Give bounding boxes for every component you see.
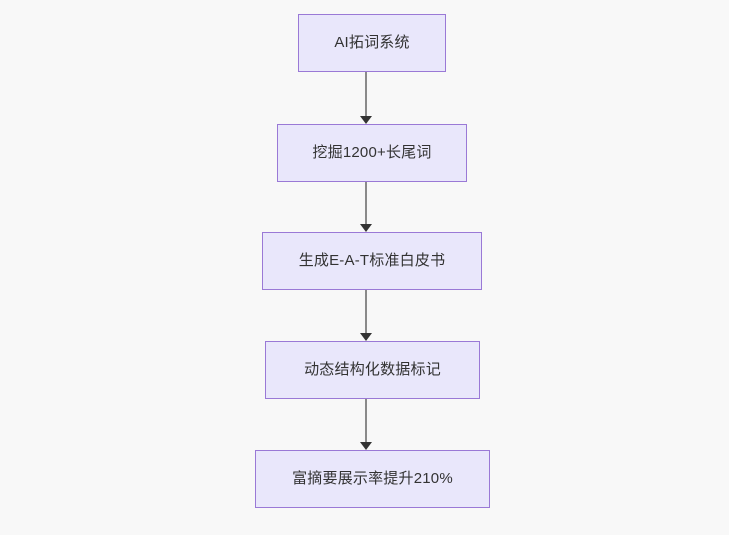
flow-node-dynamic-structured-data-markup[interactable]: 动态结构化数据标记: [265, 341, 480, 399]
flow-connector-arrow: [360, 399, 372, 450]
flow-node-label: 挖掘1200+长尾词: [312, 144, 432, 161]
flow-connector-arrow: [360, 182, 372, 232]
flow-connector-arrow: [360, 72, 372, 124]
arrow-down-icon: [360, 116, 372, 124]
flow-connector-arrow: [360, 290, 372, 341]
arrow-down-icon: [360, 442, 372, 450]
flow-node-rich-snippet-impression-lift[interactable]: 富摘要展示率提升210%: [255, 450, 490, 508]
arrow-down-icon: [360, 224, 372, 232]
flow-node-label: AI拓词系统: [334, 34, 410, 51]
connector-line: [365, 72, 367, 117]
connector-line: [365, 182, 367, 225]
connector-line: [365, 290, 367, 334]
connector-line: [365, 399, 367, 443]
flow-node-label: 富摘要展示率提升210%: [292, 470, 453, 487]
flow-node-label: 动态结构化数据标记: [304, 361, 441, 378]
flow-node-generate-eat-whitepaper[interactable]: 生成E-A-T标准白皮书: [262, 232, 482, 290]
flow-node-ai-keyword-system[interactable]: AI拓词系统: [298, 14, 446, 72]
arrow-down-icon: [360, 333, 372, 341]
flow-node-mine-longtail-keywords[interactable]: 挖掘1200+长尾词: [277, 124, 467, 182]
flow-node-label: 生成E-A-T标准白皮书: [298, 252, 446, 269]
